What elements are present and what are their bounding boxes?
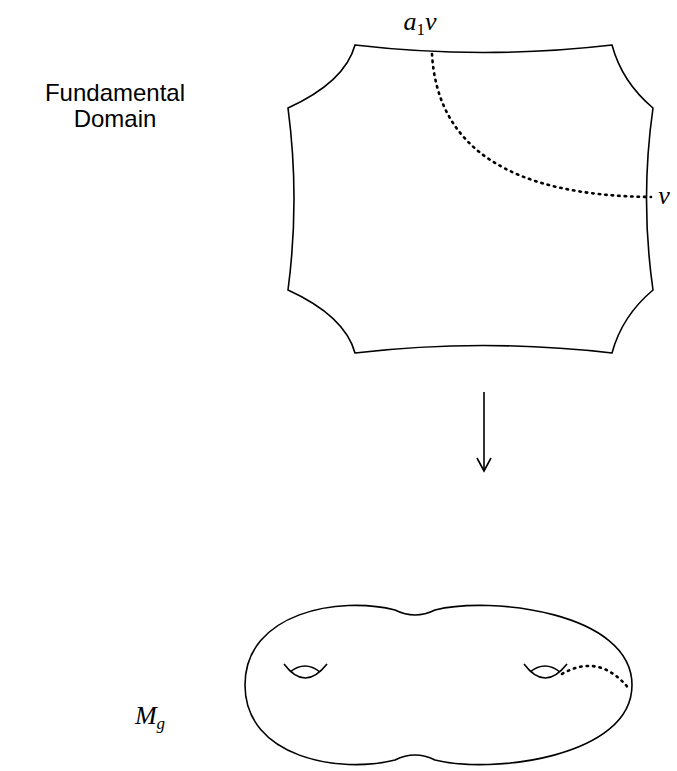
handle-hole [284,664,327,678]
point-label: v [658,182,670,211]
point-label: a1v [403,8,436,37]
projection-arrow [483,392,485,470]
figure-label: Fundamental Domain [15,80,215,133]
surface-label: Mg [135,702,165,731]
arrow-head [477,458,491,471]
dotted-path [432,54,651,197]
fundamental-octagon [288,45,653,353]
genus-surface [245,605,632,764]
dotted-path [562,666,630,690]
handle-hole [524,664,567,678]
